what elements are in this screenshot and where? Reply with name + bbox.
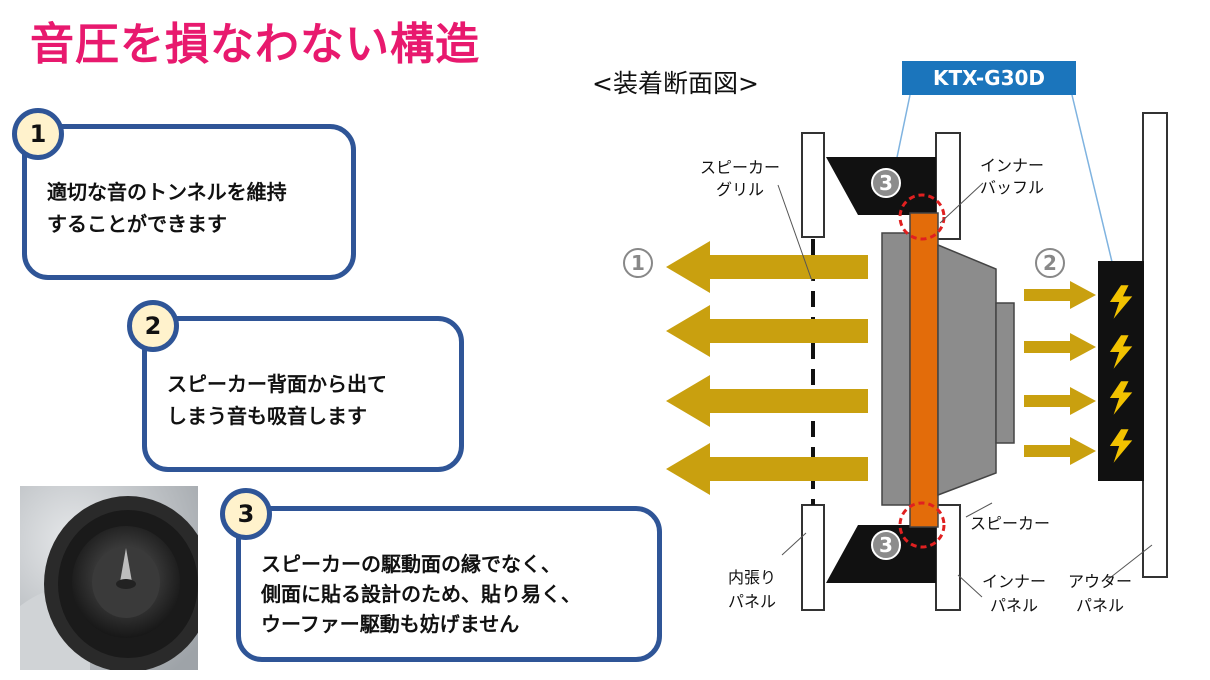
front-arrow xyxy=(666,241,868,293)
label-trim-panel-line-1: 内張り xyxy=(728,568,776,587)
callout-2: スピーカー背面から出て しまう音も吸音します xyxy=(142,316,464,472)
callout-2-badge: 2 xyxy=(127,300,179,352)
product-name: KTX-G30D xyxy=(933,66,1045,90)
callout-3-line-1: スピーカーの駆動面の縁でなく、 xyxy=(261,552,561,576)
callout-3-badge: 3 xyxy=(220,488,272,540)
label-trim-panel-line-2: パネル xyxy=(728,592,776,611)
label-speaker: スピーカー xyxy=(970,514,1050,533)
label-grille-line-1: スピーカー xyxy=(700,158,780,177)
label-inner-panel-line-1: インナー xyxy=(982,572,1046,591)
adhesion-circle-upper xyxy=(898,193,946,241)
front-arrow xyxy=(666,443,868,495)
marker-3-upper: 3 xyxy=(871,168,901,198)
front-arrow xyxy=(666,305,868,357)
rear-sound-arrows xyxy=(1024,281,1096,465)
leader-product-baffle xyxy=(894,94,911,168)
callout-2-line-2: しまう音も吸音します xyxy=(167,404,367,428)
callout-3-line-3: ウーファー駆動も妨げません xyxy=(261,612,520,636)
callout-3: スピーカーの駆動面の縁でなく、 側面に貼る設計のため、貼り易く、 ウーファー駆動… xyxy=(236,506,662,662)
rear-arrow xyxy=(1024,281,1096,309)
speaker-magnet xyxy=(995,302,1015,444)
inner-panel-upper-board xyxy=(935,132,961,240)
speaker-install-photo xyxy=(20,486,198,670)
callout-3-line-2: 側面に貼る設計のため、貼り易く、 xyxy=(261,582,581,606)
label-inner-panel-line-2: パネル xyxy=(990,596,1038,615)
installation-cross-section: KTX-G30D 1 2 xyxy=(623,61,1168,615)
label-inner-baffle-line-1: インナー xyxy=(980,156,1044,175)
label-inner-baffle-line-2: バッフル xyxy=(980,178,1044,197)
marker-2: 2 xyxy=(1035,248,1065,278)
label-grille-line-2: グリル xyxy=(716,180,764,199)
speaker-basket xyxy=(937,243,997,497)
rear-arrow xyxy=(1024,387,1096,415)
speaker-diaphragm xyxy=(909,212,939,528)
product-label: KTX-G30D xyxy=(902,61,1076,95)
svg-text:3: 3 xyxy=(879,171,893,195)
svg-text:1: 1 xyxy=(631,251,645,275)
grille-upper-board xyxy=(801,132,825,238)
outer-panel xyxy=(1142,112,1168,578)
callout-1-badge: 1 xyxy=(12,108,64,160)
marker-3-lower: 3 xyxy=(871,530,901,560)
front-arrow xyxy=(666,375,868,427)
leader-product-absorber xyxy=(1071,94,1119,288)
trim-panel-lower-board xyxy=(801,504,825,611)
callout-2-line-1: スピーカー背面から出て xyxy=(167,372,387,396)
label-outer-panel-line-1: アウター xyxy=(1068,572,1132,591)
callout-1: 適切な音のトンネルを維持 することができます xyxy=(22,124,356,280)
leader-lines xyxy=(777,182,1153,598)
rear-arrow xyxy=(1024,437,1096,465)
front-sound-arrows xyxy=(666,241,868,495)
speaker-frame xyxy=(881,232,911,506)
marker-1: 1 xyxy=(623,248,653,278)
inner-panel-lower-board xyxy=(935,504,961,611)
callout-1-line-2: することができます xyxy=(47,212,227,236)
page-title: 音圧を損なわない構造 xyxy=(30,19,480,70)
speaker-photo-illustration xyxy=(20,486,198,670)
svg-text:3: 3 xyxy=(879,533,893,557)
callout-1-line-1: 適切な音のトンネルを維持 xyxy=(47,180,287,204)
svg-text:2: 2 xyxy=(1043,251,1057,275)
rear-arrow xyxy=(1024,333,1096,361)
diagram-title: <装着断面図> xyxy=(592,69,759,98)
label-outer-panel-line-2: パネル xyxy=(1076,596,1124,615)
adhesion-circle-lower xyxy=(898,501,946,549)
